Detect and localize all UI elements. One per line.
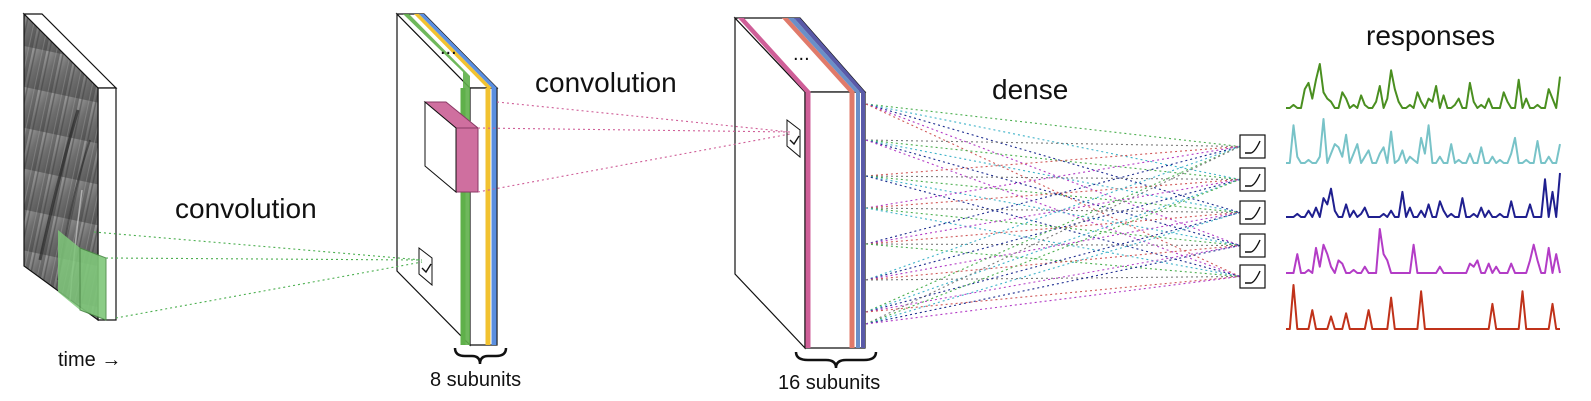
layer2-unit-icon xyxy=(786,118,801,159)
layer1-unit-icon xyxy=(418,246,433,287)
response-trace-neuron-3 xyxy=(1286,172,1561,218)
dense-connection-line xyxy=(865,175,1241,181)
output-unit-4 xyxy=(1239,233,1266,258)
dense-connection-line xyxy=(865,145,1241,313)
time-axis-label: time → xyxy=(58,349,121,371)
response-trace-neuron-5 xyxy=(1286,284,1560,330)
dense-connection-line xyxy=(865,178,1241,209)
dense-connection-line xyxy=(865,244,1241,313)
layer1-subunits-label: 8 subunits xyxy=(430,369,521,391)
dense-connection-line xyxy=(865,103,1241,277)
layer1-brace xyxy=(453,347,508,365)
dense-connection-line xyxy=(865,275,1241,325)
dense-connection-line xyxy=(865,275,1241,313)
dense-connection-line xyxy=(865,211,1241,281)
dense-connection-line xyxy=(865,243,1241,247)
layer2-subunits-label: 16 subunits xyxy=(778,372,880,394)
dense-connection-line xyxy=(865,211,1241,325)
stimulus-receptive-field-side xyxy=(79,247,107,321)
output-unit-5 xyxy=(1239,264,1266,289)
dense-connection-line xyxy=(865,207,1241,278)
dense-connection-line xyxy=(865,103,1241,148)
dense-connection-line xyxy=(865,275,1241,281)
response-trace-neuron-2 xyxy=(1286,118,1561,164)
layer2-stripe-top-pink xyxy=(738,18,811,92)
dense-connection-line xyxy=(865,139,1241,148)
stimulus-receptive-field xyxy=(58,230,80,310)
layer2-stripe-top-blue xyxy=(788,18,860,92)
dense-connection-line xyxy=(865,178,1241,313)
conv2-connections xyxy=(477,101,791,193)
dense-connection-line xyxy=(865,211,1241,245)
output-unit-2 xyxy=(1239,167,1266,192)
dense-connection-line xyxy=(865,139,1241,214)
layer2-block: ... xyxy=(733,16,867,350)
dense-connection-line xyxy=(865,178,1241,325)
dense-connection-line xyxy=(865,175,1241,247)
stimulus-grass-blade xyxy=(38,109,80,261)
dense-connection-line xyxy=(865,211,1241,313)
layer1-ellipsis: ... xyxy=(440,37,457,59)
dense-connection-line xyxy=(865,103,1241,247)
dense-connection-line xyxy=(865,243,1241,278)
dense-connection-line xyxy=(865,103,1241,214)
layer2-ellipsis: ... xyxy=(793,43,810,65)
dense-connection-line xyxy=(865,146,1241,325)
dense-connection-line xyxy=(865,145,1241,209)
conv1-connections xyxy=(93,231,423,319)
dense-connection-line xyxy=(865,244,1241,325)
stimulus-block xyxy=(22,12,118,322)
dense-connection-line xyxy=(865,103,1241,181)
dense-connection-line xyxy=(865,139,1241,278)
dense-connections xyxy=(865,103,1241,325)
output-unit-3 xyxy=(1239,200,1266,225)
dense-connection-line xyxy=(865,145,1241,281)
conv2-label: convolution xyxy=(535,67,677,98)
dense-connection-line xyxy=(865,207,1241,214)
response-trace-neuron-4 xyxy=(1286,228,1561,274)
layer2-brace xyxy=(794,351,878,369)
layer2-stripe-top-purple xyxy=(794,18,865,92)
responses-label: responses xyxy=(1366,20,1495,51)
dense-connection-line xyxy=(865,178,1241,245)
output-units xyxy=(1239,134,1266,289)
dense-connection-line xyxy=(865,207,1241,247)
response-traces xyxy=(1286,63,1561,330)
layer1-stripe-top-yellow xyxy=(414,14,492,88)
dense-connection-line xyxy=(865,175,1241,278)
layer1-stripe-top-blue xyxy=(419,14,497,88)
layer1-block: ... xyxy=(395,12,499,347)
dense-label: dense xyxy=(992,74,1068,105)
layer2-stripe-top-salmon xyxy=(782,18,855,92)
output-unit-1 xyxy=(1239,134,1266,159)
dense-connection-line xyxy=(865,145,1241,177)
dense-connection-line xyxy=(865,175,1241,214)
response-trace-neuron-1 xyxy=(1286,63,1561,109)
conv1-label: convolution xyxy=(175,193,317,224)
